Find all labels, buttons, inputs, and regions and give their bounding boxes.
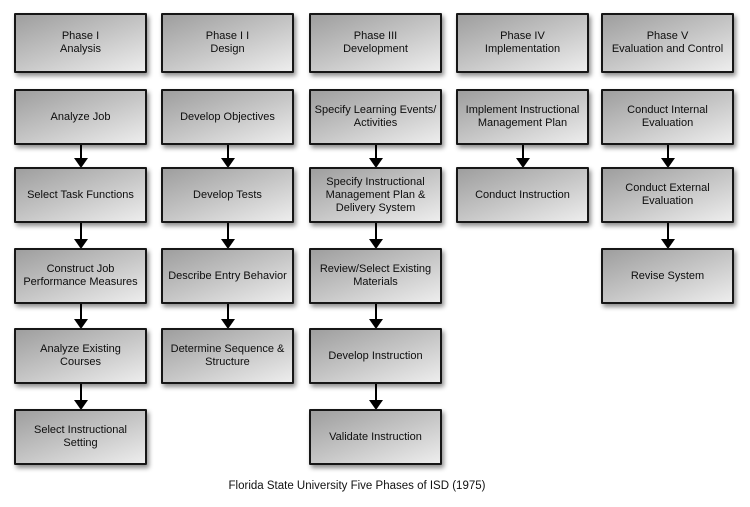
phase-4-header-label: Phase IV Implementation — [484, 30, 561, 55]
box-analyze-job: Analyze Job — [14, 89, 147, 145]
arrow-down-icon — [369, 223, 383, 249]
arrow-down-icon — [221, 223, 235, 249]
box-label: Analyze Existing Courses — [40, 343, 121, 368]
box-label: Specify Instructional Management Plan & … — [325, 175, 426, 214]
arrow-down-icon — [74, 145, 88, 168]
arrow-down-icon — [369, 304, 383, 329]
box-label: Validate Instruction — [329, 430, 422, 443]
box-develop-tests: Develop Tests — [161, 167, 294, 223]
box-label: Implement Instructional Management Plan — [465, 104, 580, 129]
box-label: Develop Tests — [193, 188, 262, 201]
arrow-down-icon — [661, 223, 675, 249]
phase-1-header-box: Phase I Analysis — [14, 13, 147, 73]
arrow-down-icon — [74, 384, 88, 410]
box-label: Specify Learning Events/ Activities — [314, 104, 437, 129]
box-implement-instructional-management-plan: Implement Instructional Management Plan — [456, 89, 589, 145]
box-specify-learning-events: Specify Learning Events/ Activities — [309, 89, 442, 145]
box-revise-system: Revise System — [601, 248, 734, 304]
box-label: Review/Select Existing Materials — [319, 263, 432, 288]
box-label: Select Task Functions — [27, 188, 134, 201]
arrow-down-icon — [661, 145, 675, 168]
box-label: Conduct Instruction — [475, 188, 570, 201]
phase-3-header-box: Phase III Development — [309, 13, 442, 73]
box-develop-objectives: Develop Objectives — [161, 89, 294, 145]
phase-1-header-label: Phase I Analysis — [60, 30, 101, 55]
arrow-down-icon — [516, 145, 530, 168]
phase-2-header-box: Phase I I Design — [161, 13, 294, 73]
box-label: Conduct External Evaluation — [625, 182, 710, 207]
arrow-down-icon — [221, 145, 235, 168]
box-conduct-instruction: Conduct Instruction — [456, 167, 589, 223]
box-describe-entry-behavior: Describe Entry Behavior — [161, 248, 294, 304]
box-conduct-external-evaluation: Conduct External Evaluation — [601, 167, 734, 223]
box-review-select-existing-materials: Review/Select Existing Materials — [309, 248, 442, 304]
box-select-task-functions: Select Task Functions — [14, 167, 147, 223]
arrow-down-icon — [221, 304, 235, 329]
phase-5-header-box: Phase V Evaluation and Control — [601, 13, 734, 73]
diagram-caption: Florida State University Five Phases of … — [228, 480, 486, 492]
arrow-down-icon — [369, 384, 383, 410]
phase-3-header-label: Phase III Development — [343, 30, 408, 55]
box-label: Develop Objectives — [180, 110, 275, 123]
box-validate-instruction: Validate Instruction — [309, 409, 442, 465]
box-develop-instruction: Develop Instruction — [309, 328, 442, 384]
box-label: Analyze Job — [50, 110, 111, 123]
arrow-down-icon — [74, 223, 88, 249]
box-specify-instructional-management-plan: Specify Instructional Management Plan & … — [309, 167, 442, 223]
phase-4-header-box: Phase IV Implementation — [456, 13, 589, 73]
box-determine-sequence-structure: Determine Sequence & Structure — [161, 328, 294, 384]
box-label: Revise System — [630, 269, 705, 282]
box-construct-job-performance-measures: Construct Job Performance Measures — [14, 248, 147, 304]
box-conduct-internal-evaluation: Conduct Internal Evaluation — [601, 89, 734, 145]
box-label: Describe Entry Behavior — [168, 269, 287, 282]
arrow-down-icon — [369, 145, 383, 168]
phase-5-header-label: Phase V Evaluation and Control — [611, 30, 724, 55]
box-label: Select Instructional Setting — [34, 424, 127, 449]
arrow-down-icon — [74, 304, 88, 329]
box-analyze-existing-courses: Analyze Existing Courses — [14, 328, 147, 384]
box-label: Develop Instruction — [328, 349, 423, 362]
box-label: Conduct Internal Evaluation — [627, 104, 708, 129]
box-select-instructional-setting: Select Instructional Setting — [14, 409, 147, 465]
box-label: Construct Job Performance Measures — [23, 263, 138, 288]
phase-2-header-label: Phase I I Design — [205, 30, 250, 55]
box-label: Determine Sequence & Structure — [170, 343, 285, 368]
